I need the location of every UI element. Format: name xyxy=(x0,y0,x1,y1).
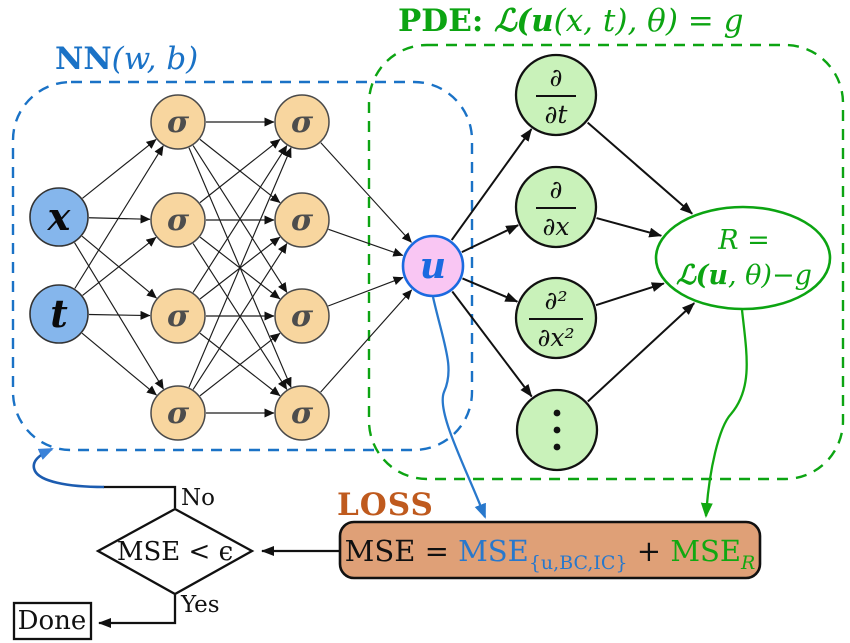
derivative-nodes: ∂ ∂t ∂ ∂x ∂² ∂x² xyxy=(514,53,599,472)
nn-edge xyxy=(82,236,157,296)
done-box xyxy=(12,601,93,641)
hidden-node xyxy=(150,288,206,344)
residual-line2: ℒ(u, θ)−g xyxy=(676,260,812,291)
nn-edge xyxy=(199,138,281,204)
hidden-node xyxy=(274,288,330,344)
derivative-to-residual-edge xyxy=(596,217,663,238)
decision-yes-arrow xyxy=(98,595,177,628)
nn-edge xyxy=(88,310,151,320)
derivative-denominator: ∂x² xyxy=(537,323,574,352)
derivative-numerator: ∂ xyxy=(550,63,563,92)
no-label: No xyxy=(181,485,215,511)
pde-dashed-box xyxy=(367,43,845,481)
nn-edge xyxy=(88,214,151,224)
input-node-label: x xyxy=(47,194,72,239)
input-node xyxy=(29,187,89,247)
vertical-dots-icon xyxy=(553,443,561,451)
derivative-to-residual-edge xyxy=(587,302,695,403)
mse-lhs: MSE = xyxy=(345,534,458,568)
mse-data-term: MSE xyxy=(458,534,529,568)
u-to-loss-arrow xyxy=(431,296,487,519)
nn-edge xyxy=(82,139,157,199)
residual-rest: , θ)−g xyxy=(728,260,812,291)
hidden-node xyxy=(150,385,206,441)
input-node-label: t xyxy=(50,291,68,336)
nn-edge xyxy=(74,242,164,390)
mse-formula: MSE = MSE{u,BC,IC} + MSER xyxy=(345,534,756,574)
derivative-denominator: ∂x xyxy=(542,212,569,241)
nn-edge xyxy=(188,147,292,388)
nn-nodes: x t σ σ σ σ σ σ σ σ u xyxy=(29,94,465,441)
u-to-derivative-edge xyxy=(451,290,533,398)
mse-box xyxy=(338,520,762,580)
nn-edge xyxy=(192,145,288,293)
nn-edge xyxy=(320,142,412,243)
nn-edge xyxy=(81,235,157,299)
output-node-u xyxy=(401,234,465,298)
mse-residual-term: MSE xyxy=(670,534,741,568)
nn-edge xyxy=(81,332,157,396)
residual-to-loss-arrow xyxy=(700,309,748,518)
output-node-label: u xyxy=(420,245,446,287)
pde-title: PDE: ℒ(u(x, t), θ) = g xyxy=(398,3,743,39)
nn-title: NN(w, b) xyxy=(55,41,198,77)
nn-dashed-box xyxy=(11,80,474,452)
nn-edge xyxy=(74,145,164,289)
nn-edge xyxy=(192,243,288,390)
hidden-node xyxy=(150,192,206,248)
pde-edges xyxy=(450,121,695,403)
mse-plus: + xyxy=(628,534,671,568)
decision-no-line xyxy=(103,485,177,508)
feedback-arrow xyxy=(32,447,105,489)
nn-title-bold: NN xyxy=(55,41,112,77)
decision-label: MSE < ϵ xyxy=(117,537,233,567)
nn-edge xyxy=(327,276,404,307)
pde-title-script-l: ℒ( xyxy=(494,3,532,39)
residual-ellipse xyxy=(654,205,832,311)
nn-edge xyxy=(199,332,281,397)
hidden-node xyxy=(274,385,330,441)
derivative-to-residual-edge xyxy=(595,282,665,307)
hidden-node-label: σ xyxy=(291,299,314,334)
mse-data-sub: {u,BC,IC} xyxy=(529,552,628,574)
hidden-node-label: σ xyxy=(291,105,314,140)
u-to-derivative-edge xyxy=(462,277,519,303)
vertical-dots-icon xyxy=(553,426,561,434)
input-node xyxy=(29,284,89,344)
residual-line1: R = xyxy=(717,225,770,256)
pde-title-bold: PDE: xyxy=(398,3,494,39)
hidden-node-label: σ xyxy=(167,105,190,140)
hidden-node-label: σ xyxy=(291,396,314,431)
nn-title-math: (w, b) xyxy=(112,41,199,77)
mse-residual-sub: R xyxy=(740,552,755,574)
derivative-to-residual-edge xyxy=(587,121,693,215)
hidden-node xyxy=(274,192,330,248)
hidden-node-label: σ xyxy=(167,203,190,238)
nn-edge xyxy=(328,228,404,257)
residual-script-l: ℒ( xyxy=(676,260,709,291)
vertical-dots-icon xyxy=(553,409,561,417)
pde-title-u: u xyxy=(531,3,554,39)
decision-diamond xyxy=(95,507,255,596)
hidden-node-label: σ xyxy=(291,203,314,238)
residual-u: u xyxy=(708,260,728,291)
nn-edge xyxy=(320,289,413,393)
nn-edges xyxy=(74,117,413,418)
hidden-node-label: σ xyxy=(167,299,190,334)
u-to-derivative-edge xyxy=(450,128,533,241)
derivative-numerator: ∂² xyxy=(545,286,568,315)
derivative-numerator: ∂ xyxy=(550,175,563,204)
loss-heading: LOSS xyxy=(337,487,434,523)
hidden-node xyxy=(274,94,330,150)
pde-title-rest: (x, t), θ) = g xyxy=(554,3,744,39)
yes-label: Yes xyxy=(180,592,220,618)
hidden-node-label: σ xyxy=(167,396,190,431)
done-label: Done xyxy=(18,606,87,636)
u-to-derivative-edge xyxy=(461,224,520,254)
derivative-denominator: ∂t xyxy=(545,100,569,129)
hidden-node xyxy=(150,94,206,150)
